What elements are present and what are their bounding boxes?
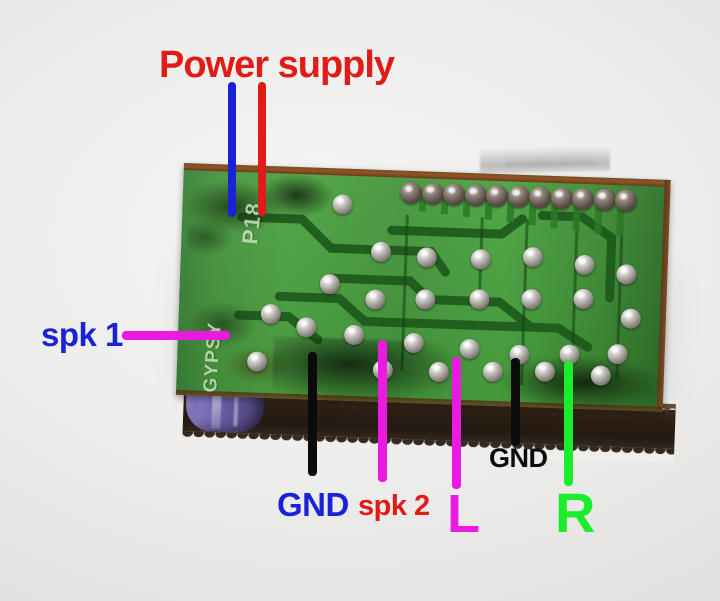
- gnd-left-pointer: [308, 352, 317, 476]
- label-right-channel: R: [555, 481, 596, 544]
- printed-circuit-board: P18 GYPSY: [175, 163, 671, 412]
- solder-pad-highlight: [337, 197, 345, 204]
- solder-pad-highlight: [598, 192, 607, 199]
- solder-pad: [421, 182, 444, 206]
- label-spk-1: spk 1: [41, 316, 123, 353]
- solder-pad-highlight: [300, 320, 308, 327]
- spk-1-pointer: [122, 331, 230, 340]
- solder-pad: [593, 188, 616, 212]
- power-supply-positive-pointer: [258, 82, 266, 216]
- solder-pad-highlight: [513, 347, 521, 355]
- solder-pad-highlight: [620, 267, 628, 274]
- solder-pad-highlight: [475, 252, 483, 259]
- solder-pad-highlight: [527, 250, 535, 257]
- right-channel-pointer: [564, 361, 573, 486]
- solder-pad-highlight: [576, 191, 585, 199]
- solder-pad-highlight: [579, 258, 587, 265]
- solder-pad-highlight: [404, 185, 413, 193]
- gnd-right-pointer: [511, 358, 520, 446]
- metal-connector-highlight: [504, 149, 594, 167]
- label-spk-2: spk 2: [358, 490, 430, 522]
- solder-pad-highlight: [447, 186, 456, 194]
- solder-pad-highlight: [487, 364, 495, 372]
- solder-pad-highlight: [469, 187, 478, 195]
- solder-pad-highlight: [512, 189, 521, 196]
- solder-pad: [464, 183, 487, 207]
- solder-pad-highlight: [426, 185, 435, 193]
- solder-pad-highlight: [265, 307, 273, 314]
- solder-pad-highlight: [563, 347, 571, 354]
- solder-pad: [550, 186, 573, 210]
- solder-pad-highlight: [625, 311, 633, 318]
- solder-pad-highlight: [619, 192, 628, 200]
- label-left-channel: L: [447, 484, 480, 544]
- solder-pad-highlight: [577, 292, 585, 299]
- power-supply-negative-pointer: [228, 82, 236, 217]
- board-edge-scallop: [182, 430, 675, 463]
- solder-pad-highlight: [490, 188, 499, 196]
- solder-pad: [507, 185, 530, 209]
- solder-pad-highlight: [539, 364, 547, 371]
- solder-pad-highlight: [555, 190, 564, 198]
- label-gnd-right: GND: [489, 443, 548, 473]
- solder-pad-highlight: [324, 277, 332, 284]
- solder-pad-highlight: [375, 244, 383, 252]
- solder-pad-highlight: [421, 250, 429, 257]
- solder-pad-highlight: [595, 368, 603, 375]
- solder-pad-highlight: [419, 292, 427, 299]
- solder-pad-highlight: [525, 292, 533, 299]
- solder-pad-highlight: [433, 365, 441, 372]
- solder-pad-highlight: [533, 189, 542, 197]
- solder-pad-highlight: [348, 328, 356, 335]
- solder-pad-highlight: [473, 292, 481, 299]
- solder-pad-highlight: [408, 336, 416, 343]
- spk-2-pointer: [378, 340, 387, 482]
- solder-pad-highlight: [369, 292, 377, 299]
- solder-pad-highlight: [612, 347, 620, 354]
- solder-pad-highlight: [251, 354, 259, 361]
- solder-pad-highlight: [464, 342, 472, 349]
- label-power-supply: Power supply: [159, 44, 395, 86]
- label-gnd-left: GND: [277, 486, 349, 523]
- left-channel-pointer: [452, 357, 461, 489]
